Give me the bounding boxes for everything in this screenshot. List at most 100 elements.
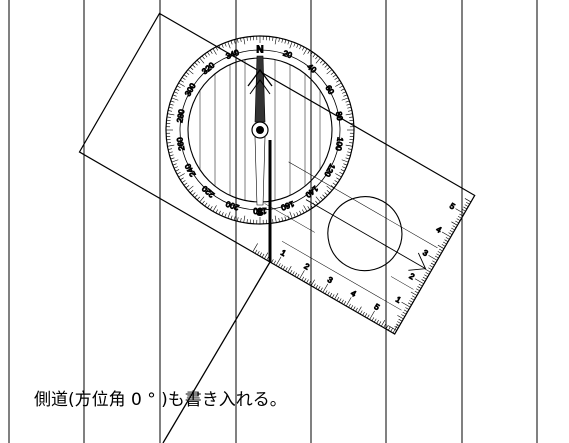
ruler-tick [441, 231, 451, 238]
bezel-tick [167, 110, 173, 112]
ruler-tick [414, 278, 424, 285]
bezel-tick [215, 209, 219, 214]
bezel-tick [187, 185, 194, 191]
bezel-tick [181, 77, 186, 80]
ruler-tick [378, 321, 382, 326]
bezel-tick [322, 194, 326, 198]
index-line [281, 240, 402, 311]
bezel-tick [212, 205, 217, 212]
ruler-tick [362, 311, 365, 316]
bezel-tick [204, 53, 208, 58]
bezel-tick [172, 94, 177, 97]
bezel-tick [326, 185, 333, 191]
ruler-tick [343, 301, 347, 305]
bearing-label: 180 [253, 206, 267, 215]
needle-pivot-inner [256, 126, 264, 134]
ruler-tick [444, 239, 449, 242]
bezel-tick [340, 88, 345, 91]
bezel-tick [218, 210, 221, 215]
needle-south [254, 136, 266, 206]
ruler-tick [348, 303, 351, 308]
bezel-tick [168, 151, 173, 154]
bezel-tick [209, 206, 213, 210]
bezel-tick [349, 142, 354, 144]
bezel-tick [315, 57, 321, 64]
ruler-tick [448, 232, 453, 235]
north-chevron-icon [247, 68, 273, 87]
ruler-tick [271, 259, 274, 263]
bezel-tick [340, 169, 345, 172]
bezel-tick [204, 202, 208, 207]
index-line [288, 161, 438, 249]
ruler-tick [438, 248, 443, 252]
bezel-tick [183, 182, 188, 186]
ruler-tick [341, 299, 344, 304]
bezel-tick [296, 44, 299, 48]
bezel-tick [227, 41, 231, 49]
ruler-tick [456, 218, 461, 221]
bezel-tick [218, 45, 221, 50]
index-line [390, 276, 414, 290]
bezel-tick [289, 211, 293, 219]
ruler-tick [418, 283, 423, 287]
ruler-tick [416, 288, 420, 292]
ruler-tick [369, 310, 375, 320]
bezel-tick [230, 215, 233, 220]
bezel-tick [335, 82, 342, 87]
ruler-tick [261, 253, 265, 258]
bezel-tick [167, 113, 175, 116]
ruler-tick [417, 286, 422, 289]
bezel-tick [330, 71, 335, 75]
bezel-tick [246, 36, 248, 41]
bezel-tick [330, 185, 335, 189]
bezel-tick [332, 74, 337, 78]
ruler-tick [461, 209, 466, 212]
bezel-tick [299, 45, 302, 50]
ruler-tick [422, 276, 427, 280]
ruler-label: 2 [302, 262, 311, 272]
ruler-label: 5 [448, 201, 457, 211]
ruler-tick [381, 320, 386, 327]
compass-bezel[interactable]: 2040608010012014016018020022024026028030… [165, 35, 355, 225]
ruler-tick [397, 321, 401, 324]
bezel-tick [274, 215, 277, 223]
ruler-tick [401, 314, 405, 317]
ruler-tick [266, 256, 269, 261]
direction-of-travel-line [305, 199, 426, 270]
bezel-tick [199, 196, 205, 203]
bearing-label: 280 [175, 108, 186, 123]
ruler-tick [424, 268, 431, 273]
bezel-tick [324, 192, 328, 196]
ruler-tick [355, 307, 358, 312]
ruler-tick [259, 252, 262, 257]
bezel-tick [212, 48, 217, 55]
ruler-tick [434, 255, 439, 259]
bezel-tick [347, 151, 352, 154]
bezel-tick [287, 40, 290, 45]
bezel-tick [215, 46, 219, 51]
ruler-tick [425, 272, 430, 275]
bezel-tick [169, 103, 174, 106]
bezel-tick [207, 51, 210, 56]
bezel-tick [303, 205, 308, 212]
ruler-tick [398, 318, 403, 322]
ruler-tick [455, 220, 459, 224]
bezel-tick [334, 180, 339, 183]
ruler-tick [436, 253, 441, 256]
bezel-tick [319, 196, 324, 201]
ruler-tick [394, 325, 399, 329]
bezel-tick [341, 97, 349, 101]
ruler-tick [451, 227, 455, 231]
ruler-tick [463, 206, 468, 210]
ruler-tick [352, 306, 356, 311]
ruler-tick [315, 284, 319, 289]
bezel-tick [335, 173, 342, 178]
bezel-tick [319, 59, 324, 64]
bearing-label: 60 [323, 84, 336, 97]
north-chevron-icon [249, 79, 271, 95]
south-label: S [257, 208, 264, 219]
ruler-tick [257, 251, 260, 255]
bezel-tick [192, 192, 196, 196]
ruler-tick [464, 204, 469, 207]
